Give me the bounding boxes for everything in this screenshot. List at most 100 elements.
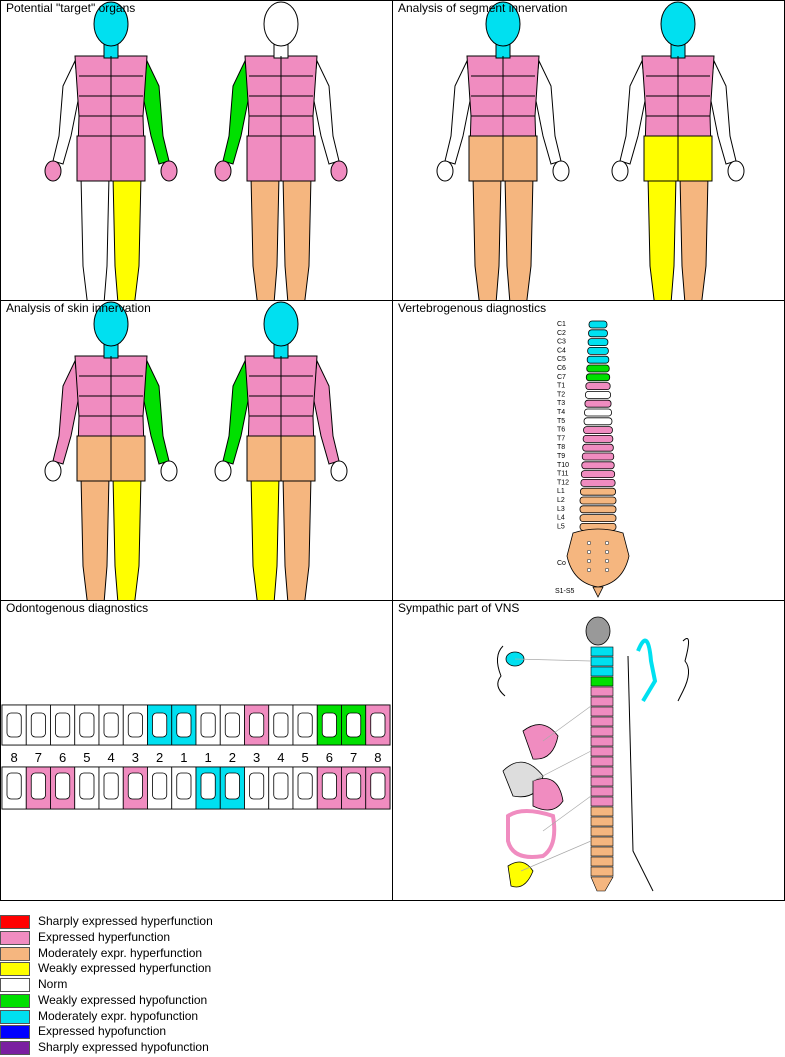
sacral-foramen: [604, 558, 610, 564]
right-arm: [312, 59, 340, 165]
right-hand: [160, 160, 178, 182]
spinal-segment: [590, 696, 614, 707]
legend-item: Moderately expr. hypofunction: [0, 1009, 400, 1025]
left-arm: [52, 59, 80, 165]
vertebra-label: C5: [557, 356, 566, 363]
lower-tooth: [249, 772, 265, 800]
vertebra-label: T7: [557, 435, 565, 442]
face-profile: [677, 638, 689, 702]
lower-tooth: [224, 772, 240, 800]
head: [93, 1, 129, 47]
left-hand: [44, 460, 62, 482]
body-figure: [436, 1, 570, 300]
left-arm: [222, 59, 250, 165]
body-figure: [214, 1, 348, 300]
upper-tooth: [297, 712, 313, 738]
nerve-connection: [514, 658, 592, 662]
vertebra: [586, 364, 610, 373]
legend-swatch: [0, 915, 30, 929]
vertebra-label: T4: [557, 409, 565, 416]
vertebra-label: T6: [557, 427, 565, 434]
spine-diagram: C1C2C3C4C5C6C7T1T2T3T4T5T6T7T8T9T10T11T1…: [555, 320, 630, 598]
sacral-foramen: [604, 549, 610, 555]
vertebra: [585, 373, 611, 382]
vertebra-label: T8: [557, 444, 565, 451]
vertebra: [584, 408, 612, 417]
vertebra-label: C1: [557, 321, 566, 328]
spinal-segment: [590, 816, 614, 827]
legend-swatch: [0, 993, 30, 1008]
sympathetic-trunk: [627, 655, 654, 892]
legend-label: Sharply expressed hyperfunction: [38, 914, 213, 928]
upper-tooth: [249, 712, 265, 738]
head: [485, 1, 521, 47]
left-hand: [214, 160, 232, 182]
sacrum: [566, 528, 630, 588]
cervical-nerve: [636, 638, 658, 703]
lower-tooth: [152, 772, 168, 800]
spinal-segment: [590, 796, 614, 807]
legend-swatch: [0, 1025, 30, 1040]
upper-tooth: [346, 712, 362, 738]
left-hand: [436, 160, 454, 182]
tooth-number: 1: [205, 750, 212, 765]
vertebra-label: C3: [557, 339, 566, 346]
head: [660, 1, 696, 47]
vertebra-label: C7: [557, 374, 566, 381]
vertebra: [583, 417, 613, 426]
vertebra-label: T2: [557, 391, 565, 398]
panel-sympathetic: Sympathic part of VNS: [392, 600, 785, 901]
tooth-number: 4: [108, 750, 115, 765]
tooth-number: 5: [83, 750, 90, 765]
vertebra: [585, 382, 611, 390]
vertebra: [582, 443, 614, 452]
vertebra-label: Co: [557, 560, 566, 567]
body-figure: [44, 301, 178, 600]
left-hand: [214, 460, 232, 482]
legend-label: Expressed hyperfunction: [38, 929, 171, 944]
spinal-segment: [590, 646, 614, 657]
upper-tooth: [200, 712, 216, 738]
lower-tooth: [370, 772, 386, 800]
vertebra: [581, 461, 615, 470]
left-leg: [647, 175, 677, 300]
tooth-number: 4: [277, 750, 284, 765]
coccyx: [592, 586, 604, 598]
vertebra-label: T10: [557, 462, 569, 469]
legend-swatch: [0, 930, 30, 945]
vertebra-label: C6: [557, 365, 566, 372]
lower-tooth: [176, 772, 192, 800]
nerve-connection: [542, 795, 592, 832]
vertebra: [587, 338, 609, 346]
segment-innervation-figures: [436, 1, 745, 300]
target-organs-figures: [44, 1, 348, 300]
spinal-segment: [590, 706, 614, 717]
upper-tooth: [127, 712, 143, 738]
head: [263, 301, 299, 347]
right-hand: [330, 160, 348, 182]
vertebra: [583, 426, 613, 434]
lower-tooth: [79, 772, 95, 800]
legend-label: Moderately expr. hyperfunction: [38, 945, 203, 960]
vertebra-label: T12: [557, 479, 569, 486]
left-leg: [80, 475, 110, 600]
vertebra-label: C4: [557, 347, 566, 354]
legend-label: Moderately expr. hypofunction: [38, 1008, 199, 1023]
spinal-segment: [590, 826, 614, 837]
upper-tooth: [321, 712, 337, 738]
vertebra: [588, 329, 608, 338]
legend-swatch: [0, 1009, 30, 1024]
panel-skin-innervation: Analysis of skin innervation: [0, 300, 393, 601]
tooth-number: 1: [180, 750, 187, 765]
vertebra: [580, 487, 616, 496]
right-leg: [282, 175, 312, 300]
upper-tooth: [55, 712, 71, 738]
vertebra-label: T1: [557, 383, 565, 390]
upper-tooth: [224, 712, 240, 738]
lower-tooth: [273, 772, 289, 800]
vertebra: [579, 505, 617, 514]
vertebra: [584, 399, 612, 408]
tooth-number: 2: [229, 750, 236, 765]
intestine-organ: [506, 809, 557, 859]
